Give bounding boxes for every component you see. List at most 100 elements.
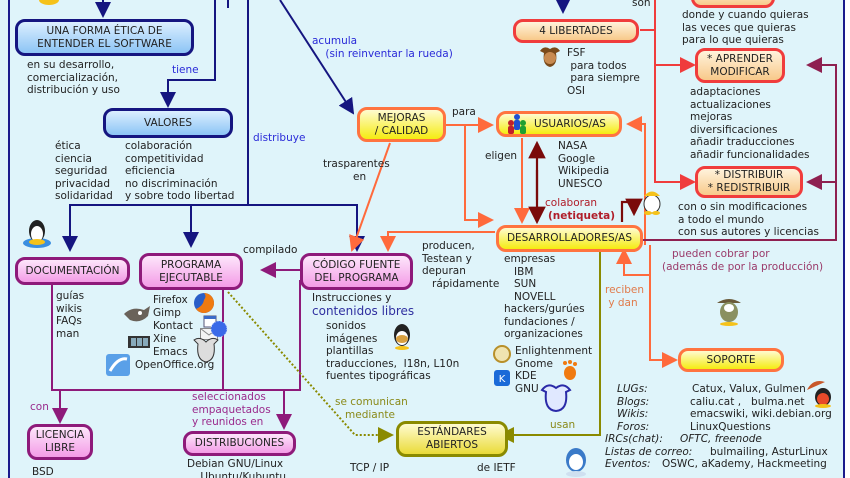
blue-penguin-icon <box>563 446 589 478</box>
comunidad-value: OSWC, aKademy, Hackmeeting <box>662 458 827 470</box>
fuente-description-2: contenidos libres <box>312 304 415 318</box>
node-desarrolladores[interactable]: DESARROLLADORES/AS <box>496 225 643 252</box>
node-etica[interactable]: UNA FORMA ÉTICA DE ENTENDER EL SOFTWARE <box>15 19 194 56</box>
node-4-libertades[interactable]: 4 LIBERTADES <box>513 19 639 43</box>
comunidad-key: Listas de correo: <box>605 445 693 458</box>
node-documentacion[interactable]: DOCUMENTACIÓN <box>15 257 130 285</box>
gnu-mascot-icon <box>538 45 562 69</box>
label-reciben: reciben y dan <box>605 284 645 309</box>
olive-links <box>227 250 601 443</box>
node-valores[interactable]: VALORES <box>103 108 233 138</box>
node-ejecutable[interactable]: PROGRAMA EJECUTABLE <box>139 253 243 290</box>
usuarios-description: NASA Google Wikipedia UNESCO <box>558 140 610 190</box>
comunidad-value: emacswiki, wiki.debian.org <box>690 408 832 420</box>
comunidad-key: Foros: <box>617 420 650 433</box>
app-kontact: Kontact <box>153 320 193 332</box>
comunidad-key: LUGs: <box>617 383 648 395</box>
documentacion-description: guías wikis FAQs man <box>56 290 85 340</box>
node-licencia[interactable]: LICENCIA LIBRE <box>27 424 93 460</box>
label-compilado: compilado <box>243 244 298 256</box>
firefox-icon <box>193 292 215 314</box>
estandares-description-2: de IETF <box>477 462 516 474</box>
purple-links <box>51 262 301 430</box>
gnome-icon <box>561 360 577 380</box>
aprender-description: adaptaciones actualizaciones mejoras div… <box>690 86 810 161</box>
comunidad-value: caliu.cat , bulma.net <box>690 395 805 408</box>
label-colaboran: colaboran <box>545 197 598 209</box>
valores-list-1: ética ciencia seguridad privacidad solid… <box>55 140 113 202</box>
penguin-icon <box>22 215 52 249</box>
label-distribuye: distribuye <box>253 132 306 144</box>
fuente-description-1: Instrucciones y <box>312 292 392 304</box>
calendar-icon <box>203 314 217 328</box>
label-tiene: tiene <box>172 64 199 76</box>
distribuir-description: con o sin modificaciones a todo el mundo… <box>678 201 819 238</box>
plum-links <box>643 57 837 241</box>
desarrolladores-description: empresas IBM SUN NOVELL hackers/gurúes f… <box>504 253 585 340</box>
label-trasparentes: trasparentes en <box>323 158 390 183</box>
app-gimp: Gimp <box>153 307 181 319</box>
fuente-description-3: sonidos imágenes plantillas traducciones… <box>326 320 460 382</box>
app-xine: Xine <box>153 333 177 345</box>
etica-description: en su desarrollo, comercialización, dist… <box>27 59 120 96</box>
node-estandares[interactable]: ESTÁNDARES ABIERTOS <box>396 421 508 457</box>
emacs-gnu-icon <box>192 336 220 364</box>
comunidad-value: OFTC, freenode <box>680 433 762 445</box>
comunidad-value: Catux, Valux, Gulmen <box>692 383 806 395</box>
maroon-links <box>528 140 643 225</box>
svg-text:K: K <box>499 374 506 385</box>
licencia-description: BSD <box>32 466 54 478</box>
kde-icon: K <box>494 370 510 386</box>
label-son: son <box>632 0 651 9</box>
label-producen: producen, Testean y depuran rápidamente <box>422 240 500 290</box>
gnu-head-icon <box>540 382 572 412</box>
app-firefox: Firefox <box>153 294 188 306</box>
openoffice-icon <box>105 353 131 377</box>
node-distribuir[interactable]: * DISTRIBUIR * REDISTRIBUIR <box>695 166 803 198</box>
valores-list-2: colaboración competitividad eficiencia n… <box>125 140 235 202</box>
construction-penguin-icon <box>640 187 664 215</box>
usar-description: donde y cuando quieras las veces que qui… <box>682 9 809 46</box>
comunidad-value: LinuxQuestions <box>690 420 771 433</box>
comunidad-key: Eventos: <box>605 458 651 470</box>
enlightenment-icon <box>493 345 511 363</box>
node-distribuciones[interactable]: DISTRIBUCIONES <box>183 431 296 456</box>
label-usan: usan <box>550 419 576 431</box>
node-mejoras[interactable]: MEJORAS / CALIDAD <box>357 107 446 142</box>
gimp-icon <box>122 304 152 324</box>
label-con: con <box>30 401 49 413</box>
explorer-penguin-icon <box>715 295 743 327</box>
label-se-comunican: se comunican mediante <box>335 396 408 421</box>
film-icon <box>128 335 150 349</box>
comunidad-key: Wikis: <box>617 408 649 420</box>
navy-links <box>62 0 571 252</box>
label-acumula: acumula (sin reinventar la rueda) <box>312 35 453 60</box>
mascot-icon <box>38 0 60 6</box>
comunidad-key: IRCs(chat): <box>605 433 663 445</box>
umbrella-penguin-icon <box>805 378 835 408</box>
comunidad-value: bulmailing, AsturLinux <box>710 445 828 458</box>
red-links <box>640 0 696 190</box>
label-seleccionados: seleccionados empaquetados y reunidos en <box>192 391 271 428</box>
node-soporte[interactable]: SOPORTE <box>678 348 784 372</box>
orange-links <box>349 116 678 368</box>
label-para: para <box>452 106 476 118</box>
node-codigo-fuente[interactable]: CÓDIGO FUENTE DEL PROGRAMA <box>300 253 413 290</box>
escritorios-list: Enlightenment Gnome KDE GNU <box>515 345 593 395</box>
distribuciones-description: Debian GNU/Linux Ubuntu/Kubuntu <box>187 458 287 478</box>
node-aprender[interactable]: * APRENDER MODIFICAR <box>695 48 785 83</box>
label-eligen: eligen <box>485 150 518 162</box>
users-icon <box>505 113 529 135</box>
map-border-left <box>8 0 10 478</box>
node-usar[interactable] <box>691 0 775 8</box>
label-netiqueta: (netiqueta) <box>548 210 616 222</box>
estandares-description-1: TCP / IP <box>350 462 390 474</box>
app-emacs: Emacs <box>153 346 188 358</box>
comunidad-key: Blogs: <box>617 395 650 408</box>
map-border-right <box>843 0 845 478</box>
globe-icon <box>210 320 228 338</box>
label-pueden-cobrar: pueden cobrar por (además de por la prod… <box>662 248 824 273</box>
guitar-penguin-icon <box>390 322 416 350</box>
